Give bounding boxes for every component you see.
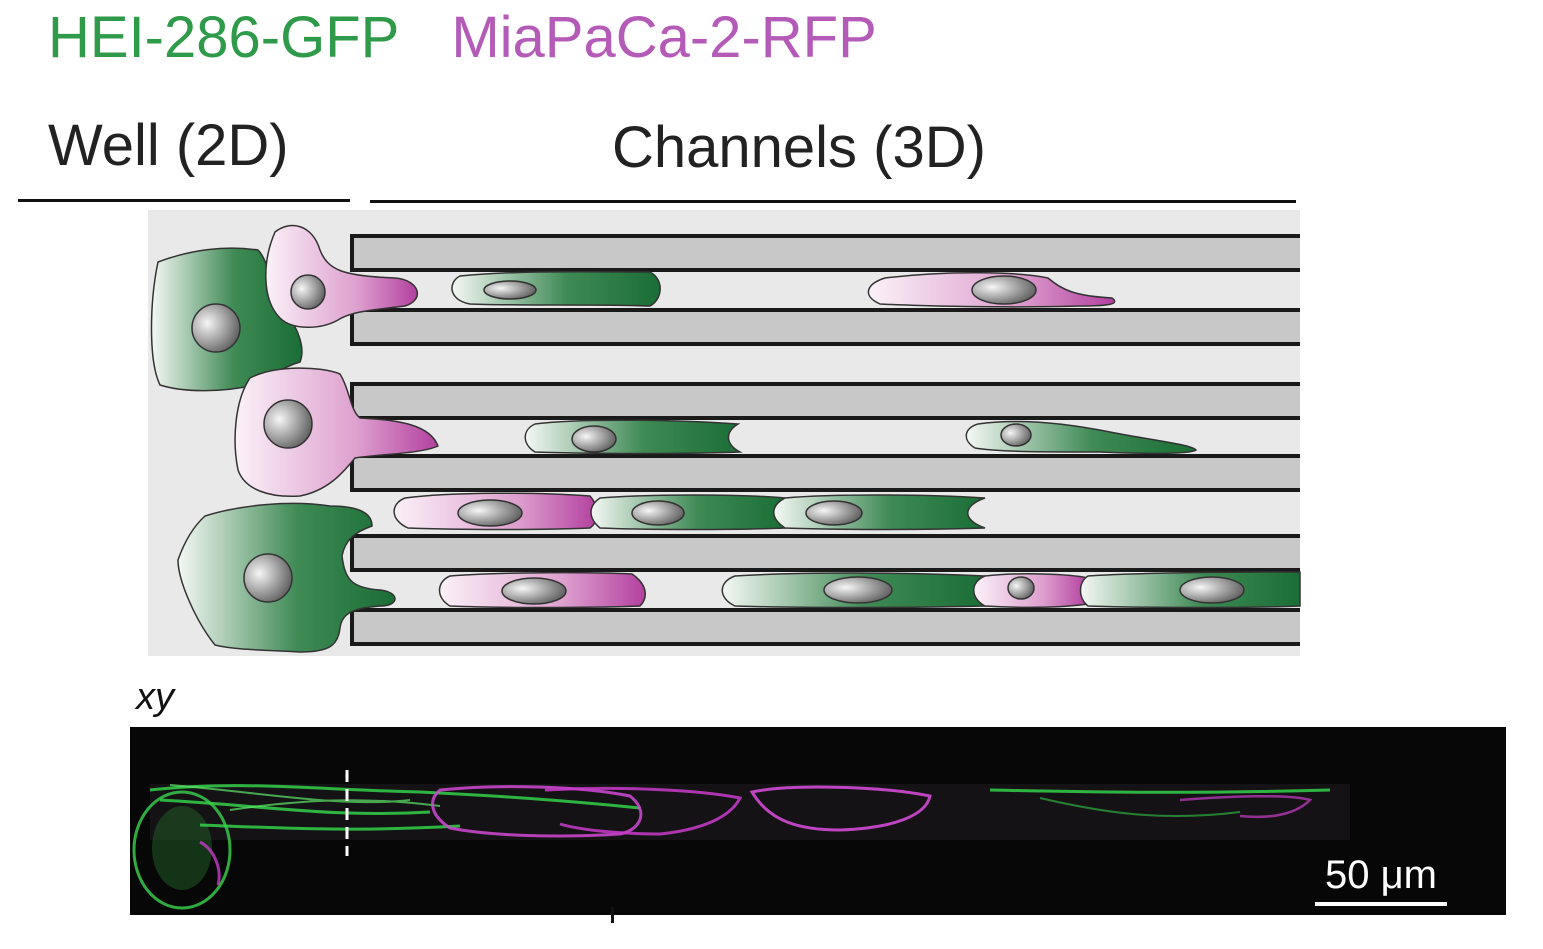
- legend-hei286-gfp: HEI-286-GFP: [48, 5, 400, 70]
- channel-1-cell-magenta: [867, 271, 1116, 308]
- green-fibers: [149, 784, 1331, 831]
- wall-5: [350, 534, 1314, 572]
- micrograph-view-label: xy: [136, 676, 174, 718]
- wall-6: [350, 608, 1314, 646]
- bottom-tick: [611, 907, 614, 923]
- legend: HEI-286-GFP MiaPaCa-2-RFP: [48, 4, 929, 71]
- channel-2-cell-green-a: [524, 419, 743, 455]
- panel-right-cover: [1300, 220, 1340, 660]
- scale-bar-line: [1315, 902, 1447, 906]
- channel-3-cell-green-b: [1079, 571, 1301, 609]
- magenta-cell-4: [1179, 794, 1313, 819]
- magenta-cell-2: [544, 786, 743, 836]
- well-underline: [18, 199, 350, 202]
- well-cell-green-top: [150, 247, 303, 392]
- wall-3: [350, 382, 1314, 420]
- gap-cell-green-b: [773, 494, 986, 531]
- well-cell-magenta-mid: [234, 367, 439, 498]
- wall-4: [350, 454, 1314, 492]
- channel-3-cell-magenta-b: [973, 573, 1090, 609]
- scale-bar-label: 50 μm: [1325, 853, 1437, 897]
- green-cell-left: [132, 790, 232, 910]
- header-well-2d: Well (2D): [48, 113, 289, 178]
- legend-miapaca2-rfp: MiaPaCa-2-RFP: [451, 5, 877, 70]
- gap-cell-green-a: [590, 494, 787, 531]
- gap-cell-magenta: [393, 492, 599, 531]
- header-channels-3d: Channels (3D): [612, 115, 986, 180]
- magenta-cell-3: [749, 785, 932, 832]
- wall-2: [350, 308, 1314, 346]
- channel-2-cell-green-b: [965, 420, 1198, 455]
- channel-walls: [350, 234, 1314, 646]
- channel-1-cell-green: [451, 270, 661, 307]
- channel-3-cell-green-a: [721, 572, 988, 609]
- wall-1: [350, 234, 1314, 272]
- well-cell-magenta-top: [265, 224, 419, 328]
- well-cell-green-bottom: [177, 502, 396, 653]
- micrograph-xy: 50 μm: [130, 727, 1506, 915]
- channel-3-cell-magenta-a: [438, 571, 646, 609]
- channels-underline: [370, 200, 1296, 203]
